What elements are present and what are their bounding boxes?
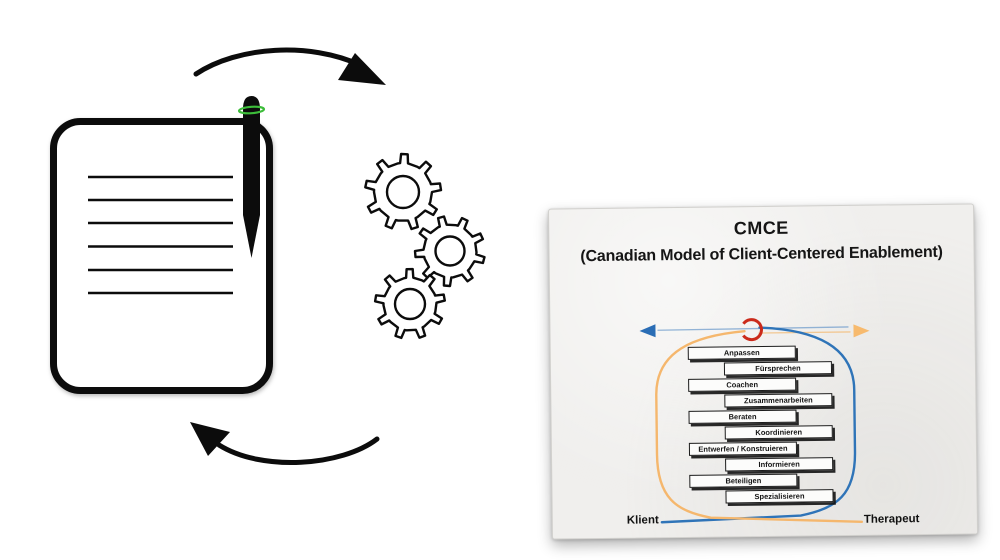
cmce-skill-box-coachen: Coachen [688,377,797,392]
cmce-skill-box-beteiligen: Beteiligen [689,473,798,488]
cycle-arrow-bottom-icon [190,422,380,465]
cmce-flow-diagram [639,318,870,524]
cmce-skill-box-entwerfen: Entwerfen / Konstruieren [688,441,798,456]
orange-arrowhead-right-icon [853,324,870,338]
gear-2-hole [434,235,466,267]
notepad-icon [50,118,273,394]
gear-1-hole [385,174,421,210]
cmce-skill-box-anpassen: Anpassen [687,345,796,360]
cmce-slide-card: CMCE (Canadian Model of Client-Centered … [547,203,979,540]
therapist-path [655,330,864,524]
red-ring-icon [739,318,763,342]
cmce-skill-box-fuersprechen: Fürsprechen [723,361,833,376]
cmce-skill-box-informieren: Informieren [725,457,834,472]
cmce-skill-box-spezialisieren: Spezialisieren [725,489,834,504]
cmce-skill-box-beraten: Beraten [688,409,797,424]
cycle-arrow-top-icon [193,47,386,85]
pen-band-green [237,105,266,115]
gears-icon [364,152,486,340]
client-thin-line [657,326,849,331]
notepad-text-lines [88,175,233,295]
cmce-skill-box-koordinieren: Koordinieren [724,425,833,440]
gear-3-hole [393,287,427,321]
pen-icon [237,96,266,258]
process-cycle-graphic [50,47,486,465]
therapist-label: Therapeut [863,513,920,526]
client-path [660,326,857,524]
cmce-skill-box-zusammenarbeiten: Zusammenarbeiten [724,393,833,408]
blue-arrowhead-left-icon [639,324,656,338]
client-label: Klient [626,514,659,527]
